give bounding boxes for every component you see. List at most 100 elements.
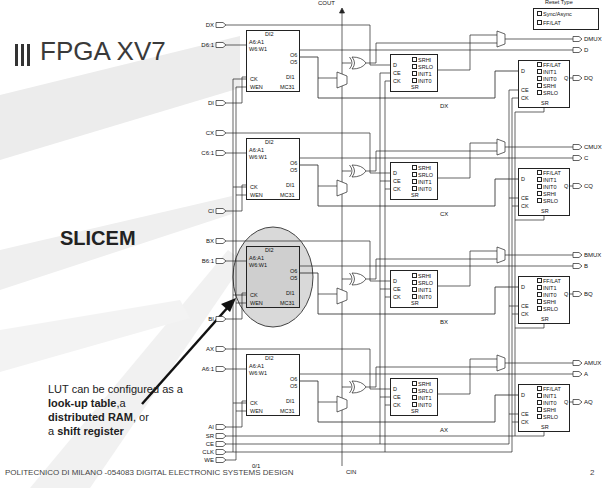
wire: [226, 112, 515, 436]
ff-latch-box: FF/LATINIT1INIT0SRHISRLODCECKQSR: [518, 60, 570, 108]
pin-text: INIT0: [537, 184, 556, 191]
output-mux-symbol: [497, 31, 505, 47]
input-pin-symbol: [216, 209, 226, 214]
pin-text: WEN: [250, 85, 263, 91]
signal-name: A6:1: [202, 366, 214, 372]
output-mux-symbol: [497, 247, 505, 263]
wire: [438, 143, 497, 178]
pin-text: A6:A1: [249, 364, 264, 370]
pin-text: SRLO: [537, 306, 558, 313]
input-pin-symbol: [216, 434, 226, 439]
pin-text: CK: [521, 96, 529, 102]
output-pin-symbol: [573, 37, 582, 42]
lut-box: DI2A6:A1W6:W1O6O5CKDI1WENMC31: [246, 354, 300, 416]
callout-text: , or: [133, 411, 149, 423]
wire: [318, 402, 337, 403]
pin-text: SR: [541, 209, 549, 215]
signal-name: AX: [440, 427, 448, 433]
ff-latch-box: FF/LATINIT1INIT0SRHISRLODCECKQSR: [518, 384, 570, 432]
pin-text: O5: [290, 60, 297, 66]
pin-text: Q: [564, 400, 568, 406]
pin-text: O6: [290, 161, 297, 167]
output-name: CQ: [584, 183, 593, 189]
title-bar-mark: [27, 44, 30, 66]
pin-text: CK: [393, 187, 401, 193]
signal-name: SR: [206, 433, 214, 439]
pin-text: CK: [393, 403, 401, 409]
xor-gate: [352, 273, 366, 285]
signal-name: CE: [206, 441, 214, 447]
wire: [380, 73, 390, 74]
wire: [515, 432, 544, 436]
input-pin-symbol: [216, 347, 226, 352]
background-ray: [0, 196, 232, 290]
signal-name: BX: [440, 319, 448, 325]
input-pin-symbol: [216, 151, 226, 156]
pin-text: CE: [393, 179, 401, 185]
callout-text: LUT can be configured as a: [48, 383, 183, 395]
pin-text: CK: [250, 401, 258, 407]
pin-text: DI1: [286, 291, 295, 297]
flip-flop-box: DCECKSRSRHISRLOINIT1INIT0: [390, 270, 438, 308]
wire: [233, 79, 234, 452]
wire: [509, 198, 518, 199]
pin-text: SRLO: [537, 90, 558, 97]
pin-text: SR: [541, 101, 549, 107]
slide-title: FPGA XV7: [40, 38, 166, 64]
pin-text: DI2: [265, 248, 274, 254]
output-name: C: [584, 155, 588, 161]
pin-text: INIT1: [412, 395, 431, 402]
pin-text: MC31: [280, 409, 295, 415]
pin-text: DI1: [286, 399, 295, 405]
pin-text: WEN: [250, 301, 263, 307]
wire: [236, 411, 246, 412]
carry-arrowhead: [340, 8, 345, 13]
ff-latch-box: FF/LATINIT1INIT0SRHISRLODCECKQSR: [518, 168, 570, 216]
ff-latch-box: FF/LATINIT1INIT0SRHISRLODCECKQSR: [518, 276, 570, 324]
pin-text: WEN: [250, 409, 263, 415]
pin-text: SRHI: [412, 381, 431, 388]
flip-flop-box: DCECKSRSRHISRLOINIT1INIT0: [390, 378, 438, 416]
signal-name: CX: [206, 130, 214, 136]
flip-flop-box: DCECKSRSRHISRLOINIT1INIT0: [390, 54, 438, 92]
output-pin-symbol: [573, 292, 582, 297]
pin-text: INIT0: [412, 402, 431, 409]
callout-text: distributed RAM: [48, 411, 133, 423]
callout-text: ,a: [116, 397, 125, 409]
wire: [300, 266, 573, 267]
output-pin-symbol: [573, 48, 582, 53]
pin-text: Sync/Async: [537, 11, 572, 18]
wire: [570, 78, 573, 79]
input-pin-symbol: [216, 458, 226, 463]
pin-text: D: [393, 387, 397, 393]
wire: [509, 90, 518, 91]
pin-text: FF/LAT: [537, 62, 561, 69]
callout-line: a shift register: [48, 424, 183, 438]
pin-text: INIT1: [412, 179, 431, 186]
pin-text: CK: [393, 79, 401, 85]
signal-name: WE: [204, 457, 214, 463]
wire: [570, 294, 573, 295]
flip-flop-box: DCECKSRSRHISRLOINIT1INIT0: [390, 162, 438, 200]
pin-text: SRHI: [537, 407, 556, 414]
pin-text: MC31: [280, 301, 295, 307]
signal-name: CIN: [346, 469, 356, 475]
pin-text: INIT1: [537, 69, 556, 76]
callout-note: LUT can be configured as alook-up table,…: [48, 382, 183, 438]
pin-text: D: [521, 393, 525, 399]
output-name: BMUX: [584, 252, 601, 258]
pin-text: INIT1: [412, 71, 431, 78]
pin-text: SRLO: [412, 172, 433, 179]
wire: [226, 90, 509, 444]
wire: [233, 403, 246, 404]
pin-text: CK: [521, 312, 529, 318]
title-bar-mark: [15, 44, 18, 66]
pin-text: O6: [290, 269, 297, 275]
carry-mux-symbol: [337, 180, 347, 196]
signal-name: BX: [206, 238, 214, 244]
pin-text: Reset Type: [545, 0, 573, 6]
pin-text: SR: [411, 301, 419, 307]
signal-name: BI: [208, 316, 214, 322]
pin-text: A6:A1: [249, 256, 264, 262]
pin-text: INIT0: [537, 400, 556, 407]
